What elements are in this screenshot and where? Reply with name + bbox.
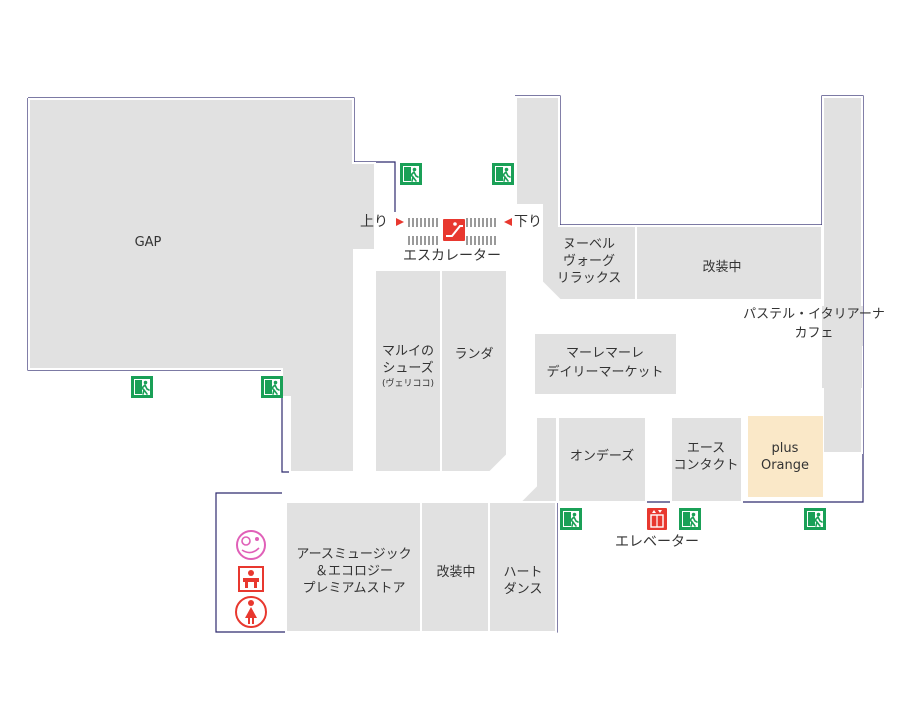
shop-gap-label: GAP	[135, 235, 162, 250]
shop-nouvelle-label-2: ヴォーグ	[563, 253, 615, 269]
emergency-exit-icon	[260, 375, 284, 399]
emergency-exit-icon	[399, 162, 423, 186]
exit-left-2	[260, 375, 284, 399]
shop-renovation-bottom[interactable]: 改装中	[420, 501, 490, 633]
shop-pastel-label-1: パステル・イタリアーナ	[743, 307, 885, 322]
shop-ondeas-label: オンデーズ	[570, 448, 634, 464]
shop-plus-orange[interactable]: plus Orange	[748, 416, 823, 497]
elevator[interactable]: エレベーター	[615, 508, 699, 550]
escalator[interactable]: 上り 下り エスカレーター	[360, 214, 542, 264]
shop-pastel-italiana[interactable]: パステル・イタリアーナ カフェ	[743, 96, 885, 454]
shop-earth-label-1: アースミュージック	[296, 547, 411, 562]
escalator-icon	[443, 219, 465, 241]
escalator-down-label: 下り	[514, 214, 542, 230]
womens-restroom-icon[interactable]	[235, 596, 267, 628]
shop-renovation-bottom-label: 改装中	[436, 565, 475, 580]
shop-nouvelle-label-1: ヌーベル	[563, 237, 615, 252]
exit-top-left	[399, 162, 423, 186]
shop-plus-orange-label-2: Orange	[761, 458, 809, 473]
escalator-up-label: 上り	[360, 214, 388, 230]
shop-ace-contact[interactable]: エース コンタクト	[670, 416, 743, 503]
shop-ondeas[interactable]: オンデーズ	[517, 416, 647, 503]
emergency-exit-icon	[559, 507, 583, 531]
exit-left-1	[130, 375, 154, 399]
shop-gap[interactable]: GAP	[28, 98, 376, 473]
shop-marui-shoes-label-2: シューズ	[382, 360, 433, 376]
shop-earth-music[interactable]: アースミュージック ＆エコロジー プレミアムストア	[285, 501, 422, 633]
down-arrow-icon	[504, 218, 512, 226]
emergency-exit-icon	[678, 507, 702, 531]
shop-nouvelle-label-3: リラックス	[557, 271, 622, 286]
shop-nouvelle-vogue[interactable]: ヌーベル ヴォーグ リラックス	[515, 96, 637, 301]
shop-marui-shoes[interactable]: マルイの シューズ (ヴェリココ)	[374, 269, 442, 473]
escalator-label: エスカレーター	[403, 248, 501, 264]
shop-earth-label-2: ＆エコロジー	[315, 564, 393, 579]
exit-bottom-2	[678, 507, 702, 531]
shop-marui-shoes-label-1: マルイの	[382, 344, 434, 359]
shop-plus-orange-label-1: plus	[772, 441, 799, 456]
shop-randa[interactable]: ランダ	[440, 269, 508, 473]
emergency-exit-icon	[130, 375, 154, 399]
shop-mare-label-2: デイリーマーケット	[546, 364, 663, 380]
shop-mare-label-1: マーレマーレ	[566, 346, 644, 361]
shop-earth-label-3: プレミアムストア	[302, 581, 405, 596]
shop-marui-shoes-sub-label: (ヴェリココ)	[382, 377, 434, 389]
baby-changing-icon[interactable]	[238, 566, 264, 592]
shop-mare-mare[interactable]: マーレマーレ デイリーマーケット	[533, 332, 678, 396]
elevator-icon	[647, 508, 667, 530]
shop-heart-label-2: ダンス	[504, 582, 543, 597]
shop-heart-label-1: ハート	[503, 565, 542, 580]
up-arrow-icon	[396, 218, 404, 226]
shop-renovation-top-label: 改装中	[702, 260, 741, 275]
shop-pastel-label-2: カフェ	[794, 326, 833, 341]
escalator-steps-lower	[408, 236, 496, 245]
shop-renovation-top[interactable]: 改装中	[635, 225, 823, 301]
shop-ace-label-2: コンタクト	[673, 458, 738, 473]
emergency-exit-icon	[491, 162, 515, 186]
exit-bottom-3	[803, 507, 827, 531]
emergency-exit-icon	[803, 507, 827, 531]
shop-randa-label: ランダ	[454, 347, 493, 362]
multipurpose-restroom-icon[interactable]	[236, 530, 266, 560]
exit-top-right	[491, 162, 515, 186]
elevator-label: エレベーター	[615, 534, 699, 550]
shop-ace-label-1: エース	[687, 441, 725, 456]
escalator-steps-upper	[408, 218, 496, 227]
exit-bottom-1	[559, 507, 583, 531]
shop-heart-dance[interactable]: ハート ダンス	[488, 501, 557, 633]
